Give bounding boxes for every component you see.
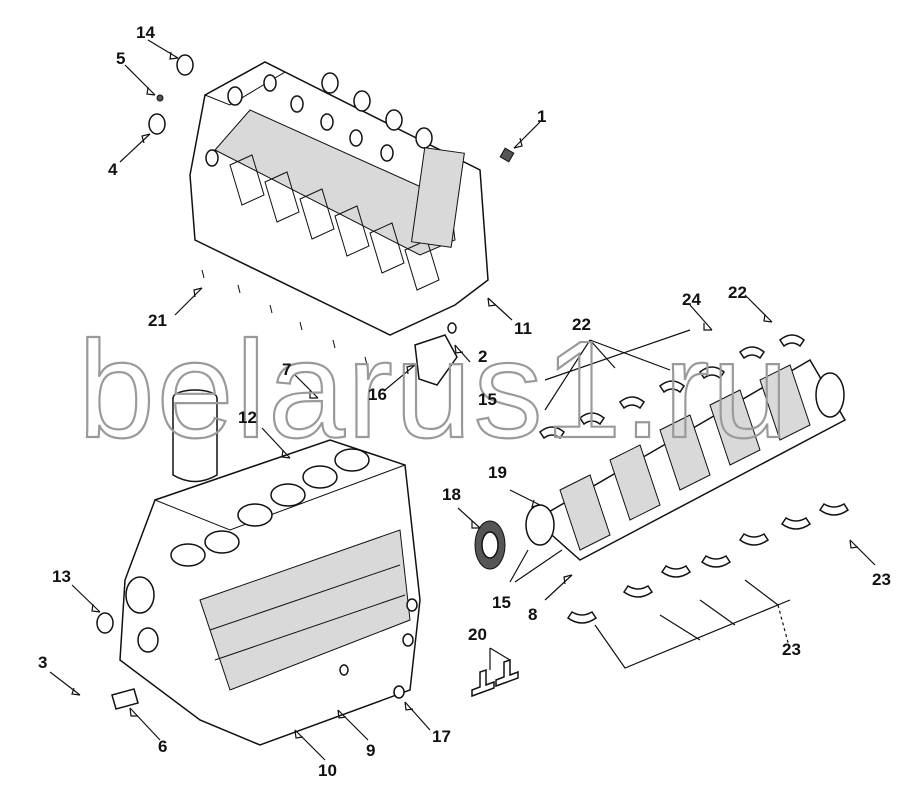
- callout-3: 3: [38, 653, 47, 672]
- callout-14: 14: [136, 23, 155, 42]
- o-ring-13: [96, 612, 114, 634]
- callout-2: 2: [478, 347, 487, 366]
- callout-11: 11: [514, 319, 532, 338]
- callout-15b: 15: [492, 593, 511, 612]
- callout-12: 12: [238, 408, 257, 427]
- crankshaft-gear: [474, 520, 506, 570]
- callout-23a: 23: [872, 570, 891, 589]
- cup-plug-6: [111, 688, 139, 710]
- leader-lines: [49, 39, 876, 761]
- o-ring-17: [393, 685, 405, 699]
- upper-cylinder-block: [189, 61, 489, 336]
- callout-22a: 22: [572, 315, 591, 334]
- callout-24: 24: [682, 290, 701, 309]
- callout-19: 19: [488, 463, 507, 482]
- callout-23b: 23: [782, 640, 801, 659]
- bracket-2: [414, 334, 458, 386]
- o-ring-4: [148, 113, 166, 135]
- callout-7: 7: [282, 360, 291, 379]
- o-ring-14: [176, 54, 194, 76]
- callout-8: 8: [528, 605, 537, 624]
- callout-22b: 22: [728, 283, 747, 302]
- callout-9: 9: [366, 741, 375, 760]
- crankshaft: [525, 358, 847, 561]
- plug-1: [499, 147, 515, 163]
- callout-labels: 1 2 3 4 5 6 7 8 9 10 11 12 13 14 15 15 1…: [38, 23, 891, 780]
- callout-17: 17: [432, 727, 451, 746]
- lower-main-bearing-shells: [566, 502, 850, 624]
- callout-20: 20: [468, 625, 487, 644]
- callout-13: 13: [52, 567, 71, 586]
- callout-6: 6: [158, 737, 167, 756]
- watermark: belarus1.ru: [78, 313, 790, 467]
- callout-4: 4: [108, 160, 118, 179]
- cylinder-liner: [172, 389, 218, 483]
- dowel-pins-21: [201, 269, 368, 366]
- callout-5: 5: [116, 49, 125, 68]
- plug-5: [156, 94, 164, 102]
- bolts-20: [471, 658, 519, 698]
- crank-webs: [559, 364, 811, 551]
- callout-10: 10: [318, 761, 337, 780]
- callout-1: 1: [537, 107, 546, 126]
- upper-main-bearing-shells: [539, 334, 805, 440]
- block-bulkheads: [229, 154, 440, 291]
- cylinder-bores: [170, 448, 370, 567]
- block-side-ports: [227, 72, 433, 162]
- callout-18: 18: [442, 485, 461, 504]
- small-parts: [96, 54, 519, 710]
- lower-cylinder-block: [119, 439, 421, 746]
- callout-15a: 15: [478, 390, 497, 409]
- callout-21: 21: [148, 311, 167, 330]
- callout-16: 16: [368, 385, 387, 404]
